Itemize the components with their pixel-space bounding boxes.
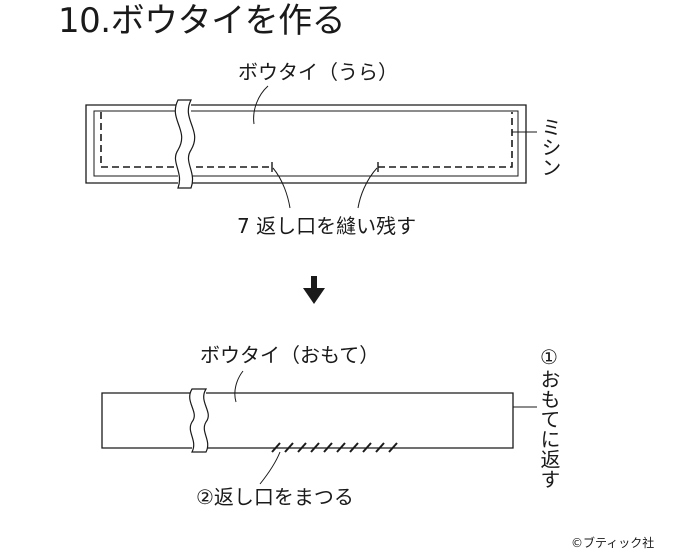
- slip-stitches: [271, 442, 398, 453]
- leader-opening-left: [272, 167, 291, 209]
- fabric-outer-edge: [85, 104, 527, 184]
- copyright-notice: ©ブティック社: [571, 536, 655, 550]
- front-side-label: ボウタイ（おもて）: [200, 343, 380, 367]
- break-mark: [189, 388, 209, 453]
- leader-opening-right: [357, 167, 378, 209]
- leader-front-label: [234, 370, 244, 403]
- stitch-line: [100, 112, 513, 168]
- fabric-outline: [101, 392, 514, 449]
- opening-label: 7 返し口を縫い残す: [237, 214, 417, 238]
- leader-finish: [259, 451, 281, 485]
- page-title: 10.ボウタイを作る: [58, 1, 346, 41]
- break-mark: [174, 99, 196, 189]
- fabric-fold-line: [93, 110, 519, 177]
- turn-right-side-out-label: ①おもてに返す: [537, 345, 561, 489]
- bowtie-back-piece: [85, 85, 537, 209]
- leader-back-label: [253, 85, 269, 125]
- down-arrow-icon: [303, 276, 325, 304]
- slipstitch-opening-label: ②返し口をまつる: [196, 485, 354, 509]
- back-side-label: ボウタイ（うら）: [238, 60, 398, 84]
- bowtie-front-piece: [101, 370, 537, 485]
- stitch-label: ミシン: [538, 117, 562, 177]
